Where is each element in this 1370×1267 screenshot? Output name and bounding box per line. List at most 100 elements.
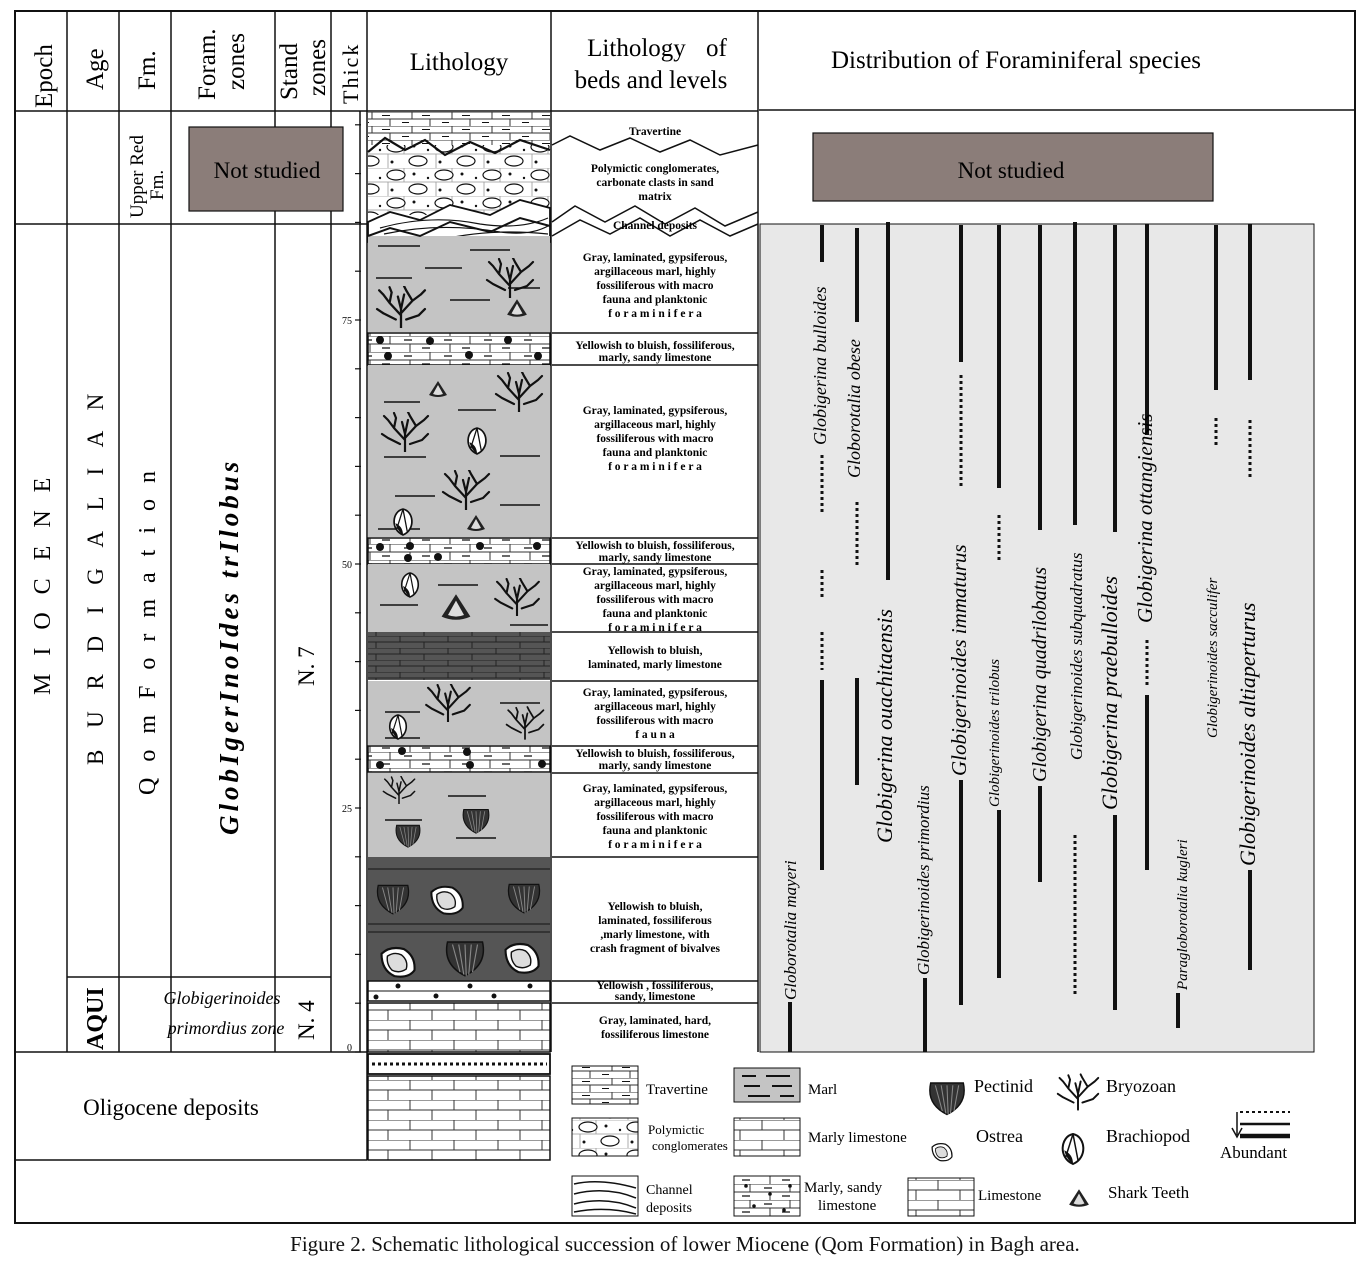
stand-zone-n7: N. 7 [294, 646, 319, 686]
bed-description-line: argillaceous marl, highly [594, 419, 716, 431]
shark-tooth-icon [1069, 1189, 1089, 1207]
legend-swatch-marly-sandy [734, 1176, 800, 1216]
fm-qom-formation: Q o m F o r m a t i o n [135, 466, 161, 795]
bed-description-line: carbonate clasts in sand [596, 177, 714, 189]
bed-description-line: sandy, limestone [615, 991, 696, 1003]
bed-description-line: Gray, laminated, gypsiferous, [583, 566, 728, 578]
not-studied-left-label: Not studied [214, 158, 321, 183]
stand-zone-n4: N. 4 [294, 1000, 319, 1040]
legend-swatch-polymictic [572, 1118, 638, 1156]
bed-description-line: fossiliferous with macro [596, 594, 713, 606]
species-label: Globigerina ottangiensis [1133, 414, 1157, 623]
bed-description-line: Polymictic conglomerates, [591, 163, 719, 175]
bed-description-line: fauna and planktonic [603, 825, 708, 837]
header-epoch: Epoch [31, 44, 58, 108]
bed-description-line: f a u n a [635, 729, 675, 741]
legend-channel-2: deposits [646, 1201, 692, 1216]
legend-brachiopod: Brachiopod [1106, 1126, 1190, 1146]
bed-description-line: laminated, fossiliferous [598, 915, 712, 927]
header-stand-zones-1: Stand [276, 43, 303, 100]
litho-oligocene [368, 1076, 550, 1160]
litho-travertine [368, 112, 550, 148]
header-lithology-beds-1: Lithology of [587, 35, 727, 62]
bryozoan-icon [1058, 1074, 1098, 1109]
bed-description-line: crash fragment of bivalves [590, 943, 721, 955]
bed-description-line: marly, sandy limestone [599, 352, 712, 364]
species-label: Globigerinoides sacculifer [1205, 577, 1221, 738]
header-stand-zones-2: zones [304, 39, 331, 96]
legend-marl: Marl [808, 1082, 837, 1098]
litho-marly-sandy-3 [368, 746, 550, 772]
abundance-key-icon [1232, 1112, 1290, 1137]
zone-primordius-2: primordius zone [166, 1018, 285, 1038]
bed-description-line: Yellowish to bluish, [608, 901, 703, 913]
epoch-miocene: M I O C E N E [30, 472, 56, 695]
bed-description-line: f o r a m i n i f e r a [608, 461, 702, 473]
ostrea-icon [932, 1144, 952, 1161]
bed-description-line: f o r a m i n i f e r a [608, 622, 702, 634]
header-distribution: Distribution of Foraminiferal species [831, 47, 1201, 74]
species-label: Globigerinoides immaturus [947, 544, 971, 776]
bed-description-line: fauna and planktonic [603, 294, 708, 306]
species-label: Globigerina ouachitaensis [872, 609, 897, 843]
species-label: Globigerina praebulloides [1097, 576, 1122, 810]
bed-description-line: laminated, marly limestone [588, 659, 722, 671]
legend-swatch-travertine [572, 1066, 638, 1104]
species-label: Globigerina quadrilobatus [1029, 567, 1051, 782]
bed-description-line: fauna and planktonic [603, 608, 708, 620]
not-studied-right-label: Not studied [958, 158, 1065, 183]
bed-description-line: fossiliferous with macro [596, 280, 713, 292]
legend-polymictic-2: conglomerates [652, 1138, 728, 1153]
bed-description-line: fossiliferous with macro [596, 715, 713, 727]
fm-upper-red-2: Fm. [147, 170, 168, 200]
bed-description-line: Yellowish to bluish, fossiliferous, [575, 540, 734, 552]
litho-marly-sandy-2 [368, 538, 550, 564]
bed-description-line: fauna and planktonic [603, 447, 708, 459]
species-label: Globigerinoides primordius [914, 785, 933, 975]
brachiopod-icon [1063, 1134, 1084, 1164]
bed-description-line: fossiliferous with macro [596, 811, 713, 823]
bed-description-line: Gray, laminated, gypsiferous, [583, 687, 728, 699]
legend-polymictic-1: Polymictic [648, 1122, 705, 1137]
bed-description-line: argillaceous marl, highly [594, 701, 716, 713]
header-foram-zones-1: Foram. [194, 28, 221, 100]
legend-ostrea: Ostrea [976, 1126, 1023, 1146]
legend-marly-limestone: Marly limestone [808, 1130, 907, 1146]
legend-shark: Shark Teeth [1108, 1183, 1190, 1202]
litho-marly-sandy-1 [368, 333, 550, 365]
header-lithology: Lithology [410, 49, 509, 76]
bed-description-line: argillaceous marl, highly [594, 797, 716, 809]
header-row: Epoch Age Fm. Foram. zones Stand zones T… [31, 28, 1201, 108]
header-age: Age [82, 48, 109, 90]
bed-description-line: f o r a m i n i f e r a [608, 839, 702, 851]
litho-marl-2 [368, 365, 550, 537]
bed-description-line: Yellowish to bluish, fossiliferous, [575, 340, 734, 352]
legend: Travertine Marl Pectinid Bryozoan Polymi… [572, 1066, 1290, 1216]
legend-travertine: Travertine [646, 1082, 708, 1098]
bed-description-line: marly, sandy limestone [599, 552, 712, 564]
legend-marly-sandy-1: Marly, sandy [804, 1180, 883, 1196]
legend-channel-1: Channel [646, 1183, 693, 1198]
species-label: Globorotalia obese [844, 339, 864, 478]
thick-tick-75: 75 [342, 316, 352, 327]
header-foram-zones-2: zones [223, 33, 250, 90]
bed-description-line: marly, sandy limestone [599, 760, 712, 772]
litho-limestone [368, 1003, 550, 1052]
bed-description-line: matrix [638, 191, 671, 203]
thick-tick-50: 50 [342, 560, 352, 571]
species-label: Globigerinoides subquadratus [1067, 552, 1086, 760]
bed-description-line: Gray, laminated, gypsiferous, [583, 405, 728, 417]
bed-description-line: Yellowish to bluish, fossiliferous, [575, 748, 734, 760]
age-aquitanian: AQUI [83, 987, 109, 1050]
species-label: Globigerinoides altiaperturus [1235, 603, 1260, 866]
age-burdigalian: B U R D I G A L I A N [83, 386, 108, 765]
bed-description-line: Gray, laminated, gypsiferous, [583, 252, 728, 264]
bed-description-line: Channel deposits [613, 220, 698, 232]
legend-pectinid: Pectinid [974, 1076, 1033, 1096]
bed-description-line: Gray, laminated, gypsiferous, [583, 783, 728, 795]
bed-description-line: fossiliferous with macro [596, 433, 713, 445]
bed-description-line: fossiliferous limestone [601, 1029, 709, 1041]
bed-description-line: f o r a m i n i f e r a [608, 308, 702, 320]
bed-description-line: Gray, laminated, hard, [599, 1015, 711, 1027]
